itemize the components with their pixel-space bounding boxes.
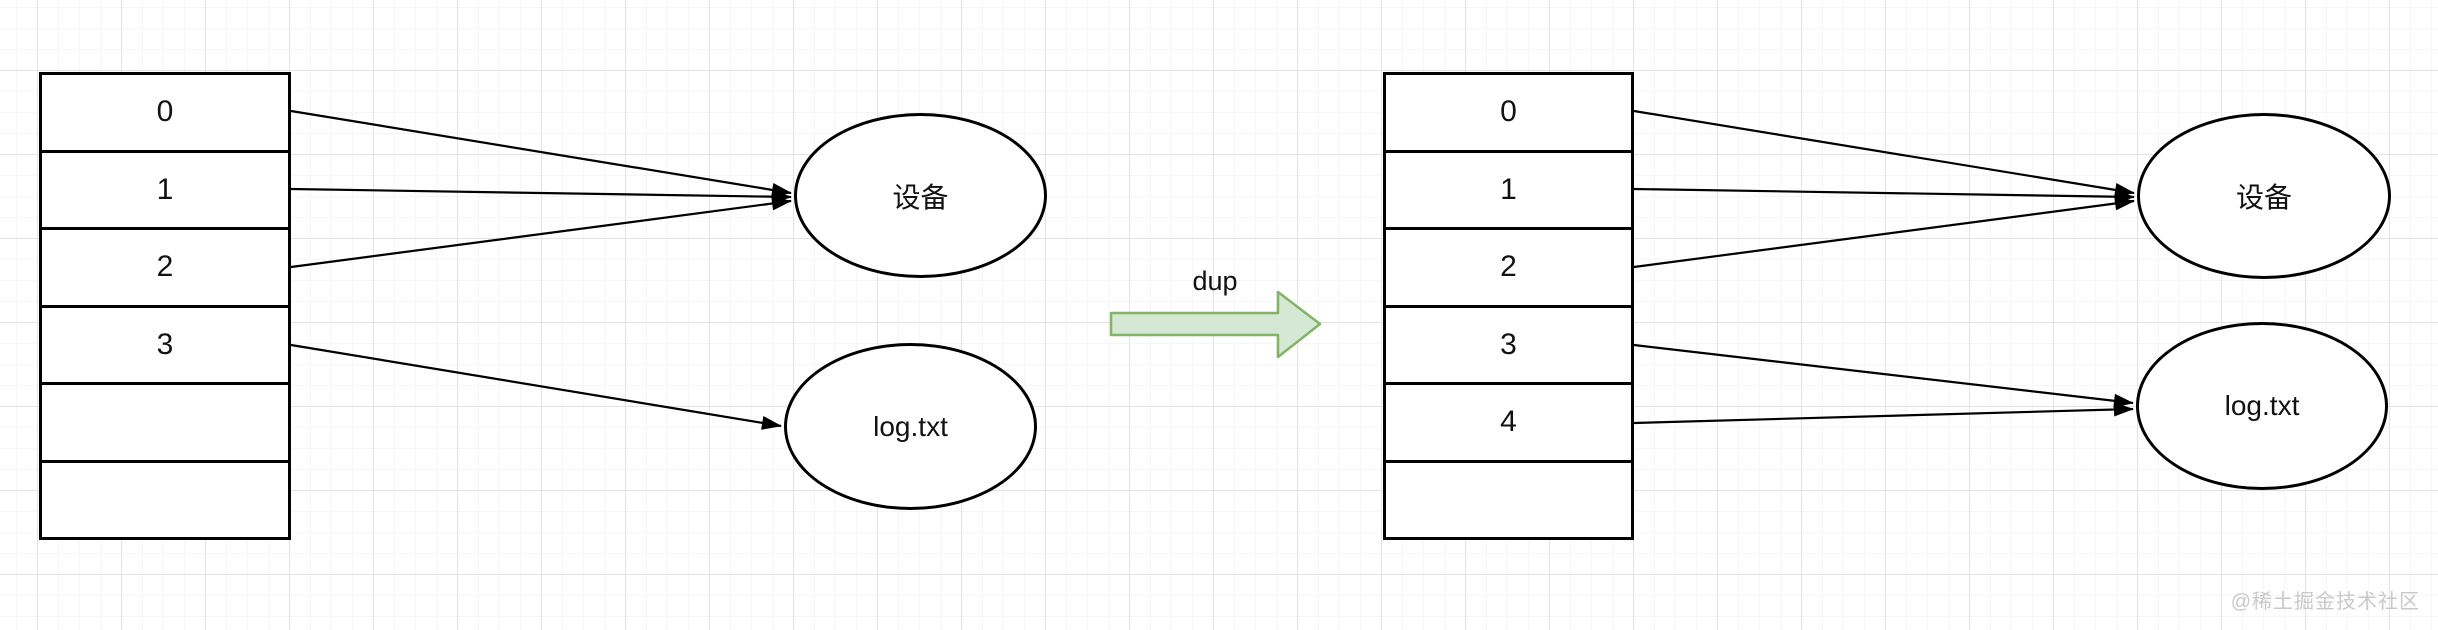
fd-label: 0 (1500, 95, 1517, 129)
device-label: 设备 (892, 181, 949, 213)
arrow-before-fd2-device (290, 196, 792, 269)
fd-label: 2 (156, 250, 174, 284)
fd-label: 3 (1500, 327, 1517, 361)
fd-label: 1 (1500, 172, 1517, 206)
arrow-before-fd0-device (290, 109, 792, 197)
watermark: @稀土掘金技术社区 (2230, 591, 2420, 613)
fd-cell-before-3: 3 (42, 308, 288, 385)
log-label: log.txt (873, 410, 948, 442)
log-ellipse-after: log.txt (2136, 322, 2388, 490)
log-label: log.txt (2224, 390, 2300, 421)
fd-label: 4 (1500, 405, 1517, 439)
arrow-after-fd1-device (1633, 187, 2135, 204)
fd-cell-after-0: 0 (1386, 75, 1631, 153)
device-label: 设备 (2235, 182, 2292, 213)
log-ellipse-before: log.txt (784, 343, 1037, 510)
fd-cell-after-5 (1386, 463, 1631, 538)
arrow-after-fd4-log (1633, 402, 2134, 425)
fd-cell-after-4: 4 (1386, 385, 1631, 463)
arrow-after-fd2-device (1633, 196, 2135, 269)
arrow-after-fd0-device (1633, 109, 2135, 197)
fd-cell-after-1: 1 (1386, 153, 1631, 230)
device-ellipse-before: 设备 (794, 113, 1047, 278)
fd-cell-before-4 (42, 385, 288, 463)
fd-table-before: 0 1 2 3 (39, 72, 291, 540)
dup-transition-arrow (1109, 290, 1322, 359)
device-ellipse-after: 设备 (2137, 113, 2391, 279)
fd-table-after: 0 1 2 3 4 (1383, 72, 1634, 540)
fd-label: 0 (156, 95, 174, 129)
fd-cell-before-0: 0 (42, 75, 288, 153)
arrow-after-fd3-log (1633, 343, 2134, 408)
fd-cell-before-1: 1 (42, 153, 288, 230)
fd-label: 2 (1500, 250, 1517, 284)
fd-cell-after-3: 3 (1386, 308, 1631, 385)
fd-cell-after-2: 2 (1386, 230, 1631, 308)
fd-cell-before-2: 2 (42, 230, 288, 308)
fd-cell-before-5 (42, 463, 288, 538)
fd-label: 3 (156, 327, 174, 361)
dup-label: dup (1192, 266, 1238, 296)
fd-label: 1 (156, 172, 174, 206)
arrow-before-fd3-log (290, 343, 782, 430)
arrow-before-fd1-device (290, 187, 792, 204)
